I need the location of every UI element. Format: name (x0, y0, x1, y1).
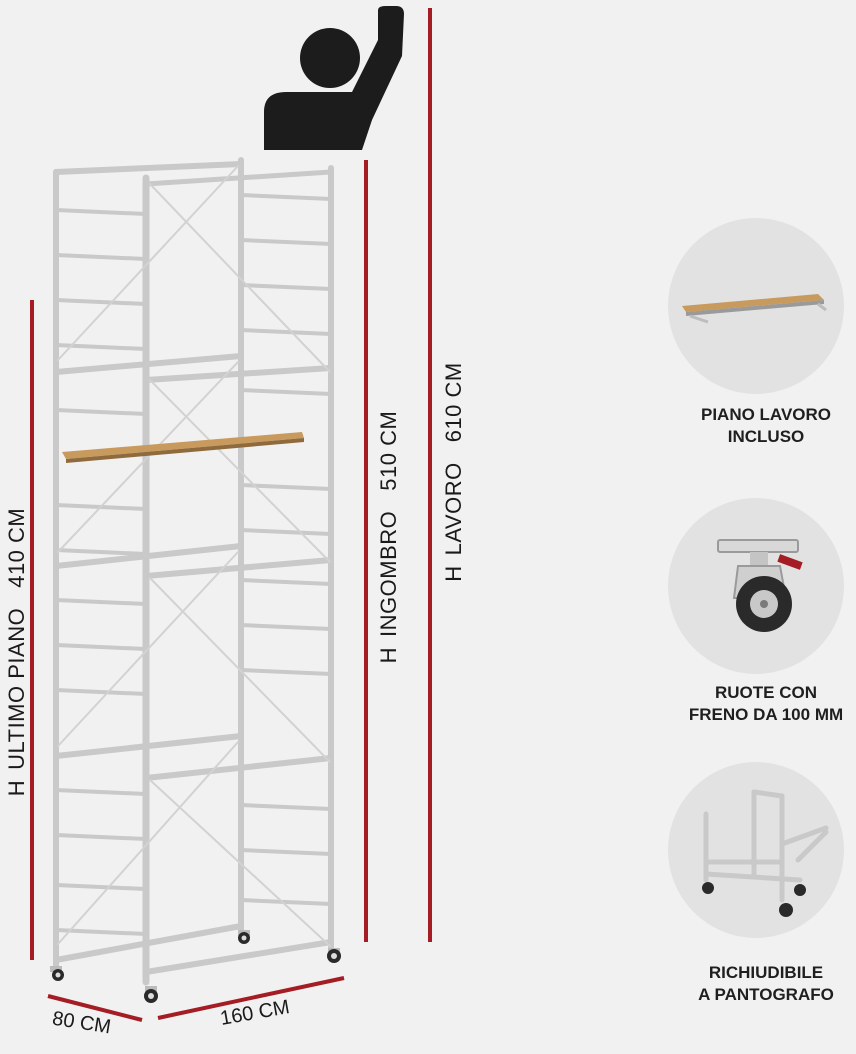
lavoro-prefix: H (441, 565, 466, 582)
ingombro-value: 510 CM (376, 410, 401, 491)
scaffold-frame (53, 157, 334, 986)
person-icon (264, 6, 404, 150)
work-platform-icon (682, 294, 827, 324)
work-platform-feature-label: PIANO LAVORO INCLUSO (656, 404, 856, 448)
work-platform-line2: INCLUSO (727, 427, 805, 446)
lavoro-text: LAVORO (441, 462, 466, 556)
folding-frame-line2: A PANTOGRAFO (698, 985, 834, 1004)
lavoro-label: H LAVORO 610 CM (441, 352, 469, 592)
folding-frame-feature-label: RICHIUDIBILE A PANTOGRAFO (656, 962, 856, 1006)
caster-wheel-badge (668, 498, 844, 674)
work-platform-line1: PIANO LAVORO (700, 405, 832, 424)
ultimo-piano-value: 410 CM (4, 507, 29, 588)
ultimo-piano-label: H ULTIMO PIANO 410 CM (4, 492, 32, 812)
depth-dimension-line (47, 994, 143, 1022)
lavoro-value: 610 CM (441, 362, 466, 443)
folding-frame-icon (702, 789, 829, 917)
ultimo-piano-prefix: H (4, 779, 29, 797)
scaffold-wheels (50, 930, 341, 1003)
width-dimension-line (157, 976, 345, 1020)
work-platform (62, 432, 304, 463)
ultimo-piano-text: ULTIMO PIANO (4, 607, 29, 770)
ingombro-text: INGOMBRO (376, 510, 401, 637)
ingombro-prefix: H (376, 646, 401, 664)
folding-frame-badge (668, 762, 844, 938)
caster-wheel-icon (717, 539, 803, 632)
ingombro-label: H INGOMBRO 510 CM (376, 397, 404, 677)
caster-wheel-line2: FRENO DA 100 MM (688, 705, 844, 724)
folding-frame-line1: RICHIUDIBILE (708, 963, 824, 982)
caster-wheel-line1: RUOTE CON (715, 683, 817, 702)
work-platform-badge (668, 218, 844, 394)
caster-wheel-feature-label: RUOTE CON FRENO DA 100 MM (656, 682, 856, 726)
